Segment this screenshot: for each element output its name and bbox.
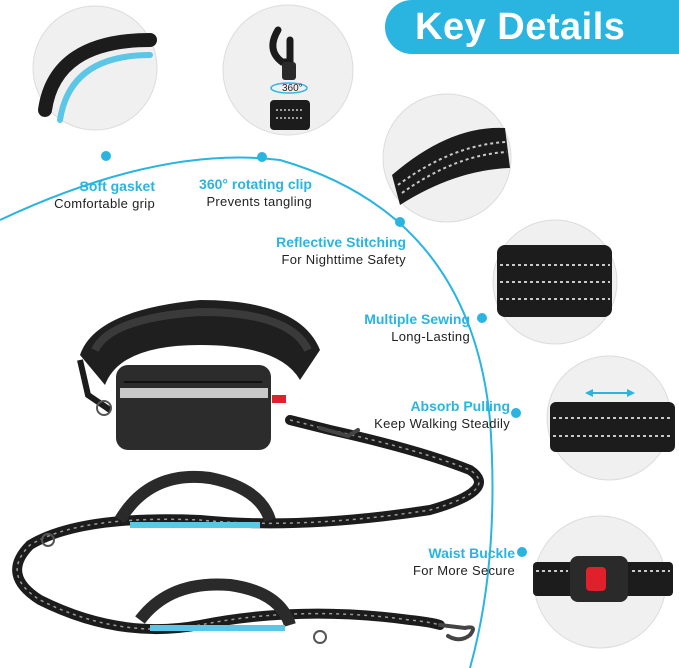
feature-subtitle: Prevents tangling — [206, 194, 312, 209]
feature-subtitle: Comfortable grip — [54, 196, 155, 211]
clip-badge-text: 360° — [282, 83, 303, 94]
connector-arc — [0, 156, 494, 668]
feature-reflective-stitching: Reflective Stitching For Nighttime Safet… — [230, 233, 406, 268]
feature-title: Soft gasket — [79, 178, 155, 194]
feature-rotating-clip: 360° rotating clip Prevents tangling — [170, 175, 312, 210]
upper-handle — [114, 471, 276, 524]
leash-reflective-stitch — [16, 419, 480, 630]
belt-clip — [318, 426, 360, 439]
lower-handle — [135, 578, 296, 628]
belt-pouch — [116, 365, 286, 450]
feature-title: Waist Buckle — [428, 545, 515, 561]
feature-title: Absorb Pulling — [410, 398, 510, 414]
feature-subtitle: For Nighttime Safety — [281, 252, 406, 267]
leash-ring — [313, 630, 327, 644]
detail-circle-sewing — [492, 219, 618, 345]
arc-dot-waist-buckle — [517, 547, 527, 557]
detail-circle-reflective — [382, 93, 512, 223]
key-details-banner: Key Details — [385, 0, 679, 54]
feature-subtitle: Long-Lasting — [391, 329, 470, 344]
feature-title: Reflective Stitching — [276, 234, 406, 250]
arc-dot-absorb-pulling — [511, 408, 521, 418]
feature-waist-buckle: Waist Buckle For More Secure — [385, 544, 515, 579]
waist-belt — [77, 300, 320, 416]
arc-dot-reflective-stitching — [395, 217, 405, 227]
leash-end-clip — [438, 623, 475, 642]
feature-absorb-pulling: Absorb Pulling Keep Walking Steadily — [340, 397, 510, 432]
banner-title: Key Details — [415, 5, 626, 48]
arc-dot-multiple-sewing — [477, 313, 487, 323]
feature-title: Multiple Sewing — [364, 311, 470, 327]
leash-d-ring — [41, 533, 55, 547]
feature-subtitle: For More Secure — [412, 563, 515, 578]
arc-dot-rotating-clip — [257, 152, 267, 162]
feature-soft-gasket: Soft gasket Comfortable grip — [20, 177, 155, 212]
feature-subtitle: Keep Walking Steadily — [374, 416, 510, 431]
detail-circle-bungee — [546, 355, 675, 481]
detail-circle-handle — [32, 5, 158, 131]
detail-circle-buckle — [533, 515, 673, 649]
arc-dot-soft-gasket — [101, 151, 111, 161]
detail-circle-clip: 360° — [222, 4, 354, 136]
feature-multiple-sewing: Multiple Sewing Long-Lasting — [330, 310, 470, 345]
feature-title: 360° rotating clip — [199, 176, 312, 192]
